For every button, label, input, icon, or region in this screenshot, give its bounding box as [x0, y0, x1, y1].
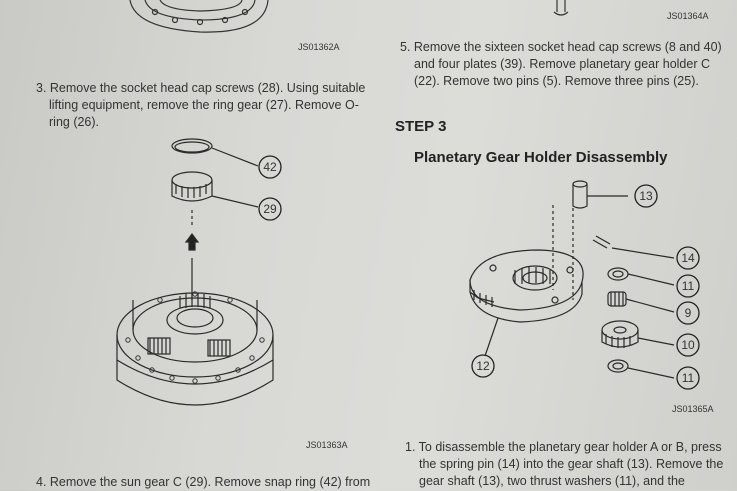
callout-9: 9: [684, 306, 692, 320]
step-1-line-1: 1. To disassemble the planetary gear hol…: [405, 440, 722, 454]
callout-circle-29: [258, 197, 282, 221]
snap-ring-part: [171, 138, 213, 154]
figure-code: JS01365A: [672, 404, 714, 414]
section-title: Planetary Gear Holder Disassembly: [414, 149, 668, 166]
callout-12: 12: [476, 359, 490, 373]
figure-code: JS01364A: [667, 11, 709, 21]
callout-11: 11: [681, 279, 695, 293]
callout-13: 13: [639, 189, 653, 203]
figure-code: JS01362A: [298, 42, 340, 52]
step-3-line-3: ring (26).: [49, 115, 100, 129]
step-3-line-1: 3. Remove the socket head cap screws (28…: [36, 81, 366, 95]
callout-circle-14: [676, 246, 700, 270]
callout-circle-9: [676, 301, 700, 325]
step-5-line-3: (22). Remove two pins (5). Remove three …: [414, 74, 699, 88]
callout-42: 42: [263, 160, 277, 174]
callout-circle-11b: [676, 366, 700, 390]
callout-circle-11a: [676, 274, 700, 298]
step-1-line-3: gear shaft (13), two thrust washers (11)…: [419, 474, 685, 488]
gear-holder-part: [469, 249, 584, 311]
step-4-line: 4. Remove the sun gear C (29). Remove sn…: [36, 475, 371, 489]
callout-circle-13: [634, 184, 658, 208]
figure-code: JS01363A: [306, 440, 348, 450]
callout-circle-10: [676, 333, 700, 357]
step-1-line-2: the spring pin (14) into the gear shaft …: [419, 457, 724, 471]
step-heading: STEP 3: [395, 118, 447, 135]
step-5-line-1: 5. Remove the sixteen socket head cap sc…: [400, 40, 722, 54]
callout-11: 11: [681, 371, 695, 385]
callout-29: 29: [263, 202, 277, 216]
callout-10: 10: [681, 338, 695, 352]
callout-circle-12: [471, 354, 495, 378]
step-3-line-2: lifting equipment, remove the ring gear …: [49, 98, 359, 112]
callout-14: 14: [681, 251, 695, 265]
step-5-line-2: and four plates (39). Remove planetary g…: [414, 57, 710, 71]
callout-circle-42: [258, 155, 282, 179]
